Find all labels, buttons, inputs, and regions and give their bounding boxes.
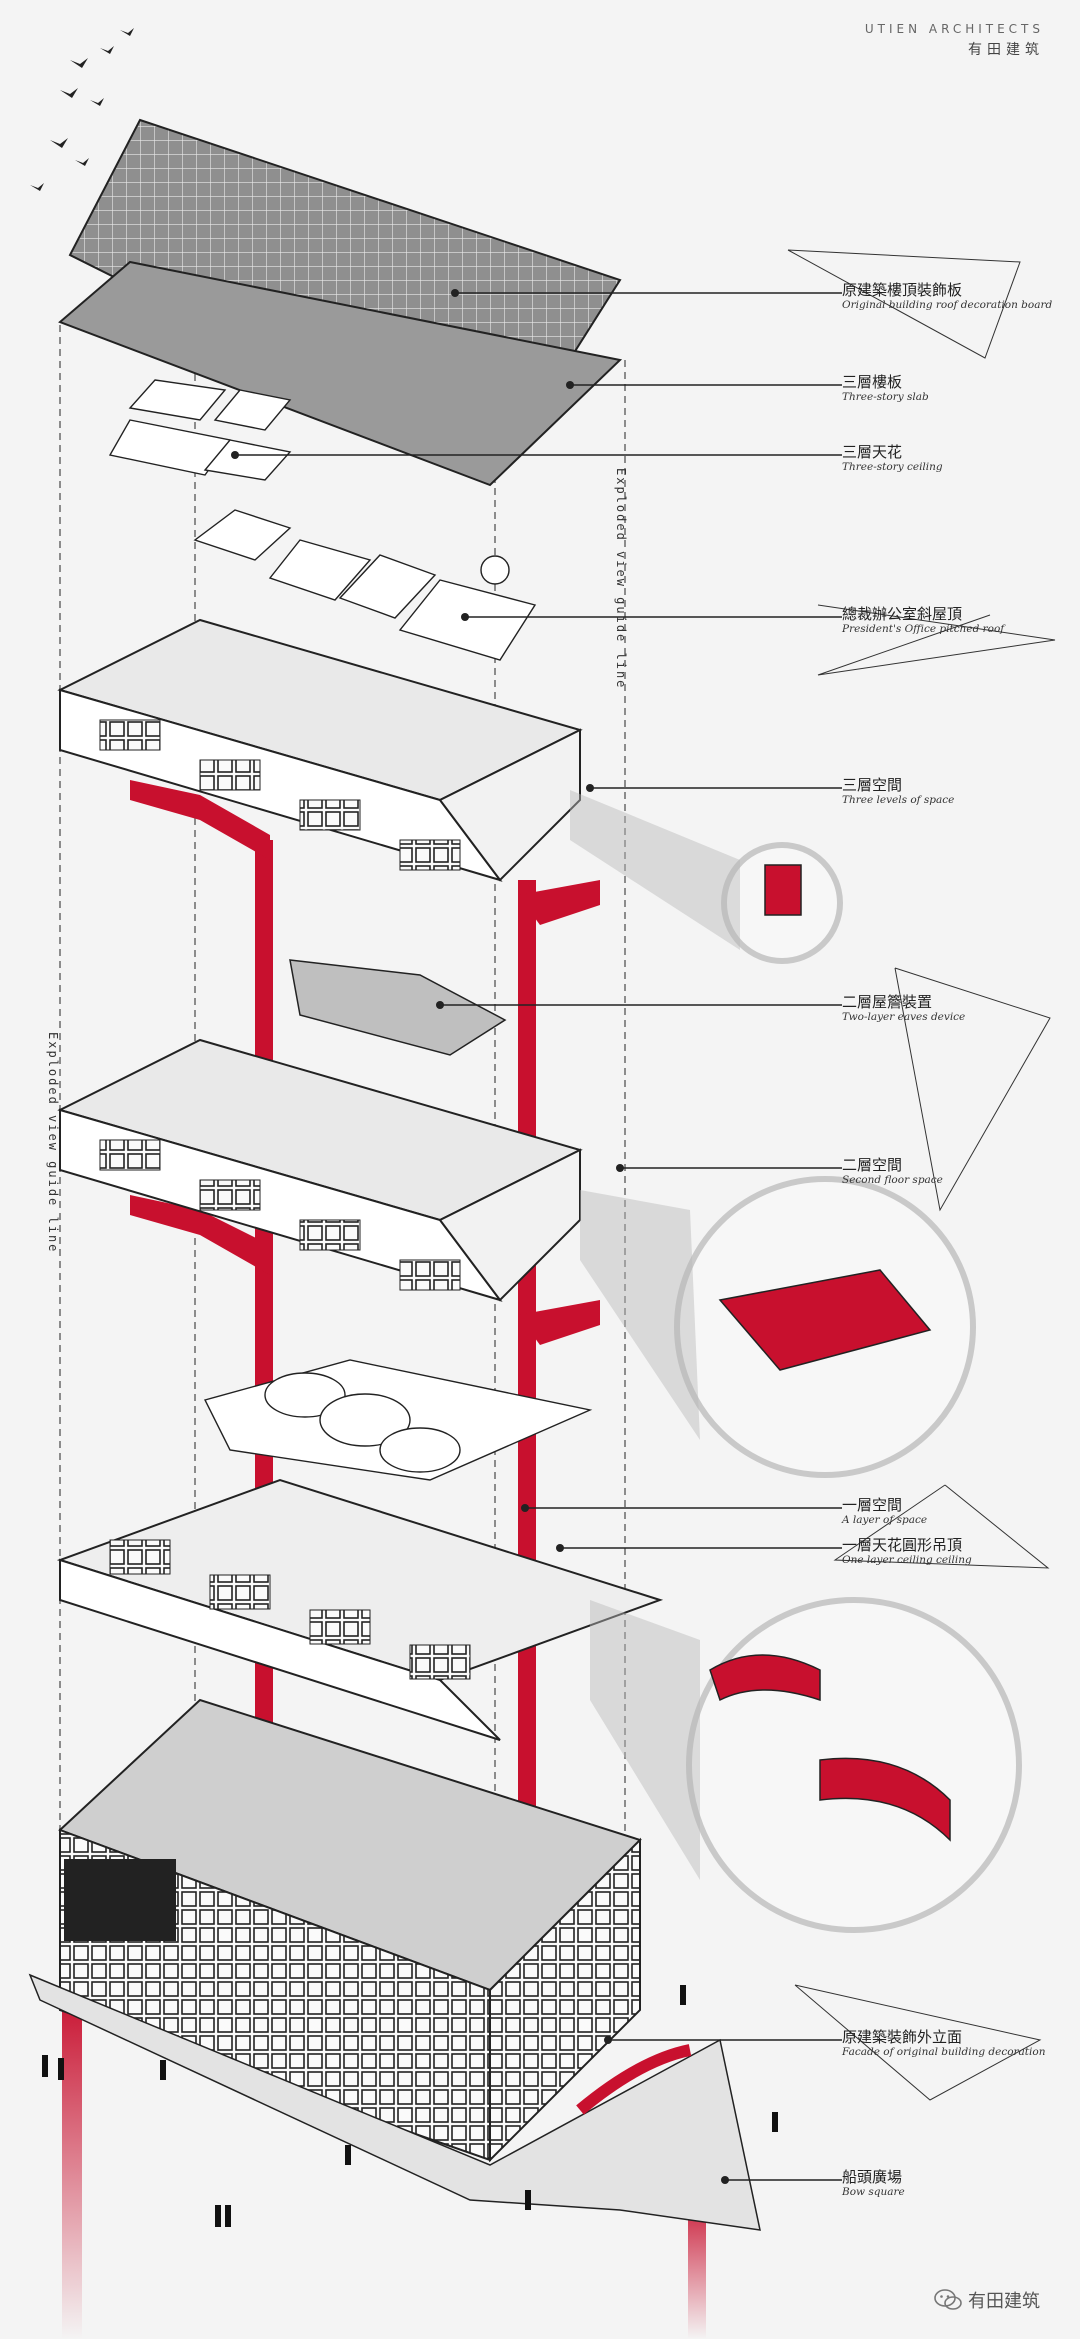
bow-square-plaza xyxy=(28,1973,761,2231)
third-floor-block xyxy=(57,618,583,882)
label-zh: 船頭廣場 xyxy=(842,2168,903,2186)
label-three-levels-space: 三層空間 Three levels of space xyxy=(842,776,1078,807)
guide-line-label-left: Exploded view guide line xyxy=(46,1032,60,1254)
second-floor-block xyxy=(57,1038,583,1302)
label-en: One layer ceiling ceiling xyxy=(842,1554,972,1566)
label-en: Two-layer eaves device xyxy=(842,1011,966,1023)
label-zh: 原建築裝飾外立面 xyxy=(842,2028,963,2046)
label-en: A layer of space xyxy=(842,1514,928,1526)
label-zh: 二層屋簷裝置 xyxy=(842,993,933,1011)
brand-name-zh: 有田建筑 xyxy=(968,42,1044,58)
label-zh: 總裁辦公室斜屋頂 xyxy=(842,605,963,623)
decorative-triangles xyxy=(787,249,1056,2101)
label-second-floor-space: 二層空間 Second floor space xyxy=(842,1156,1078,1187)
label-en: President's Office pitched roof xyxy=(842,623,1005,635)
label-en: Facade of original building decoration xyxy=(842,2046,1046,2058)
label-three-story-ceiling: 三層天花 Three-story ceiling xyxy=(842,443,1078,474)
red-ribbon-plaza xyxy=(576,2044,692,2115)
original-facade-block xyxy=(58,1698,642,2163)
label-zh: 原建築樓頂裝飾板 xyxy=(842,281,963,299)
label-zh: 三層樓板 xyxy=(842,373,903,391)
birds-decoration xyxy=(30,28,134,191)
brand-logo: UTIEN ARCHITECTS 有田建筑 xyxy=(865,22,1044,59)
label-three-story-slab: 三層樓板 Three-story slab xyxy=(842,373,1078,404)
detail-red-elements xyxy=(709,864,951,1842)
label-eaves-device: 二層屋簷裝置 Two-layer eaves device xyxy=(842,993,1078,1024)
label-en: Three levels of space xyxy=(842,794,955,806)
leader-dots xyxy=(231,289,729,2184)
watermark-text: 有田建筑 xyxy=(968,2291,1040,2312)
guide-line-label-right: Exploded view guide line xyxy=(614,468,628,690)
watermark: 有田建筑 xyxy=(934,2287,1040,2313)
label-zh: 三層天花 xyxy=(842,443,903,461)
first-floor-round-ceiling xyxy=(203,1359,593,1481)
label-round-ceiling: 一層天花圓形吊頂 One layer ceiling ceiling xyxy=(842,1536,1078,1567)
label-office-pitched-roof: 總裁辦公室斜屋頂 President's Office pitched roof xyxy=(842,605,1078,636)
three-story-ceiling-panels xyxy=(108,379,292,481)
detail-callout-cones xyxy=(570,790,740,1880)
label-en: Original building roof decoration board xyxy=(842,299,1053,311)
label-original-facade: 原建築裝飾外立面 Facade of original building dec… xyxy=(842,2028,1078,2059)
leader-lines xyxy=(235,292,842,2181)
label-bow-square: 船頭廣場 Bow square xyxy=(842,2168,1078,2199)
three-story-slab xyxy=(58,260,623,487)
brand-name-en: UTIEN ARCHITECTS xyxy=(864,22,1044,36)
label-zh: 一層天花圓形吊頂 xyxy=(842,1536,963,1554)
first-floor-block xyxy=(56,1478,664,1741)
label-en: Bow square xyxy=(842,2186,905,2198)
wechat-icon xyxy=(934,2289,962,2310)
label-roof-decoration-board: 原建築樓頂裝飾板 Original building roof decorati… xyxy=(842,281,1078,312)
label-zh: 三層空間 xyxy=(842,776,903,794)
label-en: Three-story slab xyxy=(842,391,929,403)
label-en: Second floor space xyxy=(842,1174,943,1186)
people-silhouettes xyxy=(42,1985,778,2227)
label-zh: 一層空間 xyxy=(842,1496,903,1514)
label-zh: 二層空間 xyxy=(842,1156,903,1174)
two-layer-eaves-device xyxy=(289,959,507,1056)
label-first-floor-space: 一層空間 A layer of space xyxy=(842,1496,1078,1527)
label-en: Three-story ceiling xyxy=(842,461,943,473)
